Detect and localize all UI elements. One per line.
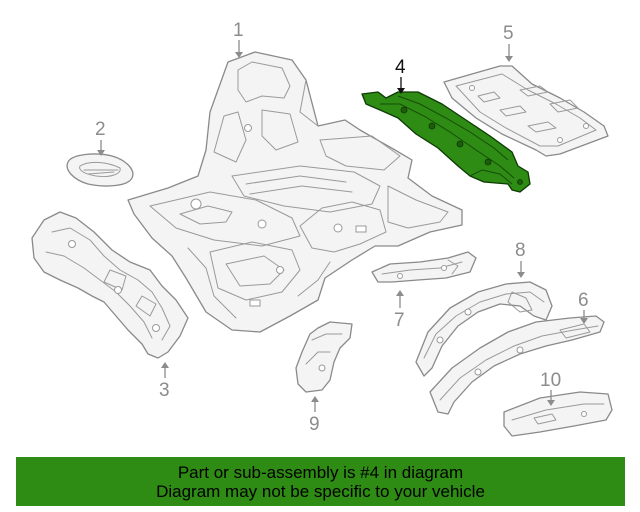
- svg-text:5: 5: [503, 23, 514, 44]
- parts-diagram: 1 2 3 4 5 6 7 8 9 10: [31, 20, 613, 437]
- svg-text:3: 3: [159, 380, 170, 401]
- callout-2: 2: [95, 119, 106, 156]
- callout-6: 6: [578, 290, 589, 324]
- callout-8: 8: [515, 240, 526, 278]
- banner-line-2: Diagram may not be specific to your vehi…: [156, 481, 485, 501]
- part-3-side-member: [31, 211, 189, 359]
- svg-text:8: 8: [515, 240, 526, 261]
- part-2-bracket: [66, 153, 134, 187]
- svg-text:10: 10: [540, 370, 561, 391]
- callout-1: 1: [233, 20, 244, 58]
- part-1-floor-pan: [127, 51, 463, 333]
- callout-7: 7: [394, 290, 405, 331]
- banner-line-1: Part or sub-assembly is #4 in diagram: [177, 462, 464, 482]
- svg-text:2: 2: [95, 119, 106, 140]
- part-7-reinforcement: [371, 251, 477, 283]
- part-4-cross-member: [361, 91, 531, 193]
- part-5-floor-panel: [443, 65, 609, 157]
- callout-10: 10: [540, 370, 561, 406]
- part-8-wheelhouse: [415, 281, 553, 377]
- part-10-bracket: [503, 391, 613, 437]
- notice-banner: Part or sub-assembly is #4 in diagram Di…: [16, 457, 625, 506]
- part-9-support: [295, 321, 353, 393]
- svg-text:6: 6: [578, 290, 589, 311]
- callout-3: 3: [159, 362, 170, 401]
- callout-9: 9: [309, 396, 320, 435]
- callout-4: 4: [395, 57, 406, 94]
- callout-5: 5: [503, 23, 514, 62]
- part-6-rear-rail: [429, 315, 605, 415]
- svg-text:1: 1: [233, 20, 244, 41]
- svg-text:9: 9: [309, 414, 320, 435]
- svg-text:4: 4: [395, 57, 406, 78]
- svg-text:7: 7: [394, 310, 405, 331]
